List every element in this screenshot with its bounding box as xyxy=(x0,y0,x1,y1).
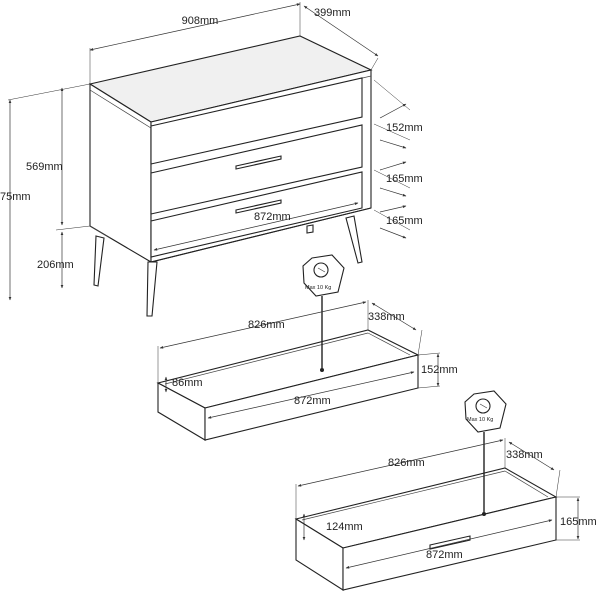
load-label-large: Max 10 Kg xyxy=(467,417,493,423)
drawer-height-2-label: 165mm xyxy=(386,173,423,185)
cabinet-leg-height-label: 206mm xyxy=(37,259,74,271)
cabinet-body-height-label: 569mm xyxy=(26,161,63,173)
drawer-large-front-height-label: 165mm xyxy=(560,516,597,528)
leg-back xyxy=(306,224,314,234)
leg-right-front xyxy=(345,215,363,264)
drawer-large: Max 10 Kg 826mm 338mm 124mm 165mm 872mm xyxy=(294,390,597,592)
drawer-small-front-height-label: 152mm xyxy=(421,364,458,376)
drawer-handle-2 xyxy=(235,155,282,170)
drawer-small: Max 10 Kg 826mm 338mm 86mm 152mm 872mm xyxy=(156,254,458,441)
cabinet-drawer-width-label: 872mm xyxy=(254,211,291,223)
drawer-height-1-label: 152mm xyxy=(386,122,423,134)
drawer-small-front-width-label: 872mm xyxy=(294,395,331,407)
cabinet-depth-label: 399mm xyxy=(314,7,351,19)
drawer-small-depth-label: 338mm xyxy=(368,311,405,323)
load-label-small: Max 10 Kg xyxy=(305,285,331,291)
cabinet-dimensions: 908mm 399mm 75mm 569mm 206mm 872mm 152mm… xyxy=(0,2,423,301)
leg-left-front xyxy=(93,235,105,287)
drawer-small-inner-height-label: 86mm xyxy=(172,377,203,389)
drawer-height-3-label: 165mm xyxy=(386,215,423,227)
drawer-front-2 xyxy=(150,124,363,215)
drawer-large-depth-label: 338mm xyxy=(506,449,543,461)
drawer-large-inner-height-label: 124mm xyxy=(326,521,363,533)
leg-front xyxy=(146,261,158,317)
drawer-large-front-width-label: 872mm xyxy=(426,549,463,561)
drawer-large-width-label: 826mm xyxy=(388,457,425,469)
drawer-front-1 xyxy=(150,77,363,165)
drawer-small-width-label: 826mm xyxy=(248,319,285,331)
cabinet-width-label: 908mm xyxy=(182,15,219,27)
cabinet-total-height-label: 75mm xyxy=(0,191,31,203)
weight-icon: Max 10 Kg xyxy=(302,254,345,372)
